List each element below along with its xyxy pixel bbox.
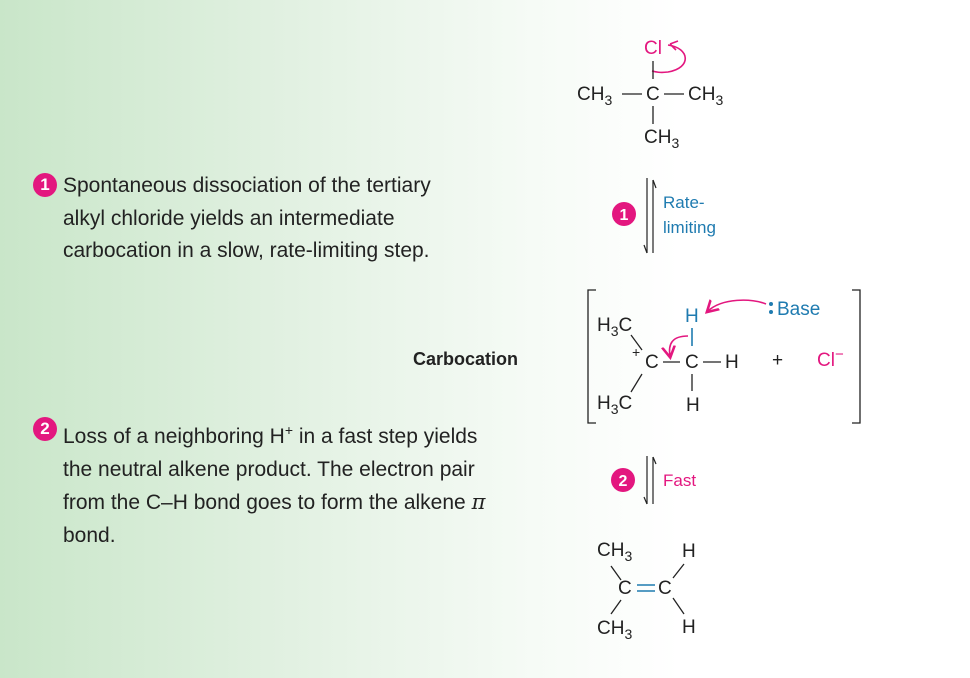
left-bracket (587, 289, 596, 424)
alkene-carbon-right: C (658, 578, 672, 599)
step-2-description: 2 Loss of a neighboring H+ in a fast ste… (33, 414, 503, 552)
bond (610, 599, 622, 615)
adjacent-carbon: C (685, 352, 699, 373)
hydrogen-right: H (725, 352, 739, 373)
step-2-superscript: + (284, 422, 293, 438)
bond (672, 597, 685, 615)
methyl-bottom: CH3 (597, 618, 632, 642)
fast-label: Fast (663, 471, 696, 490)
hydrogen-bottom: H (686, 395, 700, 416)
step-2-badge-number: 2 (40, 418, 50, 438)
methyl-right: CH3 (688, 84, 723, 108)
tert-butyl-chloride: Cl CH3 C CH3 CH3 (577, 38, 723, 151)
step-1-marker-number: 1 (620, 207, 629, 224)
positive-charge: + (632, 344, 640, 360)
cl-arrow-head (669, 40, 679, 51)
step-1-description: 1 Spontaneous dissociation of the tertia… (33, 170, 473, 268)
step-1-marker (612, 202, 636, 226)
chlorine-atom: Cl (644, 38, 662, 59)
carbocation-label: Carbocation (413, 349, 519, 369)
methyl-top: H3C (597, 315, 632, 339)
step-2-marker-number: 2 (619, 473, 628, 490)
step-2-text-c: bond. (63, 523, 116, 547)
step-2-marker (611, 468, 635, 492)
methyl-bottom: H3C (597, 393, 632, 417)
alkene-carbon-left: C (618, 578, 632, 599)
acidic-hydrogen: H (685, 306, 699, 327)
step-2-text-a: Loss of a neighboring H (63, 425, 285, 448)
methyl-bottom: CH3 (644, 127, 679, 151)
right-bracket (852, 289, 861, 424)
equilibrium-arrow-2: 2 Fast (611, 456, 696, 505)
bond (630, 334, 643, 351)
step-1-text: Spontaneous dissociation of the tertiary… (63, 174, 431, 262)
methyl-left: CH3 (577, 84, 612, 108)
plus-sign: + (772, 350, 783, 371)
pi-symbol: π (471, 490, 486, 514)
electron-pair-arrow (670, 335, 689, 356)
bond (630, 373, 643, 393)
cationic-carbon: C (645, 352, 659, 373)
lone-pair-dot (769, 302, 773, 306)
step-2-text: Loss of a neighboring H+ in a fast step … (63, 414, 503, 552)
step-2-badge: 2 (33, 417, 57, 441)
equilibrium-arrow-1: 1 Rate- limiting (612, 178, 716, 254)
step-1-badge-number: 1 (40, 174, 50, 194)
hydrogen-bottom: H (682, 617, 696, 638)
bond (672, 563, 685, 579)
chloride-ion: Cl− (817, 346, 844, 371)
hydrogen-top: H (682, 541, 696, 562)
rate-limiting-label-1: Rate- (663, 193, 705, 212)
bond (610, 565, 622, 581)
methyl-top: CH3 (597, 540, 632, 564)
carbocation-intermediate: H3C + C H3C C H H H Base + Cl− (587, 289, 861, 424)
rate-limiting-label-2: limiting (663, 218, 716, 237)
base-label: Base (777, 299, 820, 320)
lone-pair-dot (769, 310, 773, 314)
alkene-product: CH3 C C CH3 H H (597, 540, 696, 642)
central-carbon: C (646, 84, 660, 105)
base-attack-arrow (708, 299, 767, 311)
cl-departure-arrow (651, 44, 686, 74)
step-2-text-b: in a fast step yields the neutral alkene… (63, 425, 478, 514)
step-1-badge: 1 (33, 173, 57, 197)
